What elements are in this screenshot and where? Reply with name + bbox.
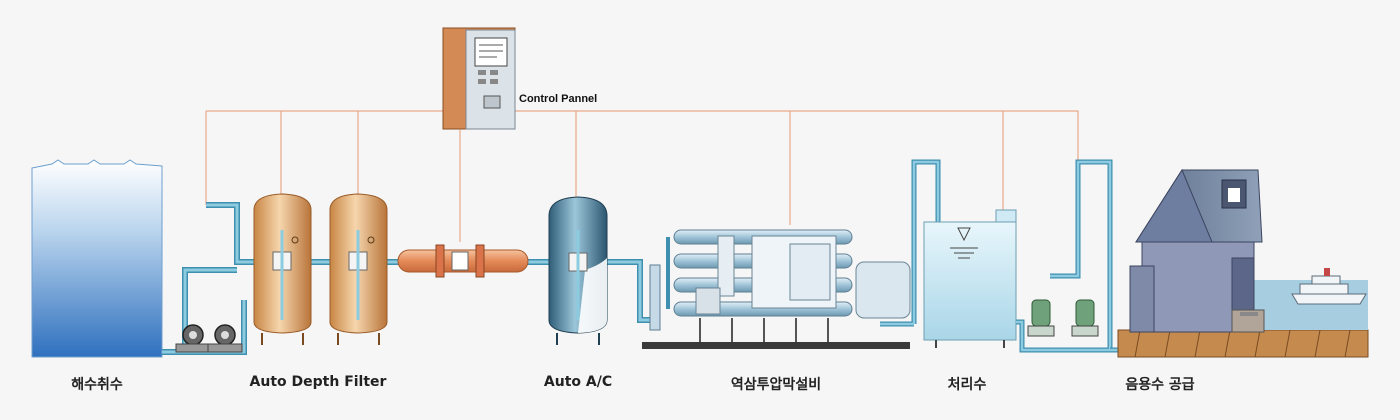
depth-filter-tank-1 (253, 193, 312, 345)
house (1129, 168, 1265, 333)
control-panel-label: Control Pannel (519, 93, 598, 105)
stage-label-treated: 처리수 (947, 377, 987, 393)
supply-pump-2 (1071, 299, 1099, 337)
reverse-osmosis-unit (642, 229, 911, 349)
ship (1291, 268, 1367, 305)
depth-filter-tank-2 (329, 193, 388, 345)
stage-label-intake: 해수취수 (71, 377, 123, 393)
inline-cartridge-filter (397, 244, 529, 278)
stage-label-supply: 음용수 공급 (1125, 377, 1195, 393)
supply-pump-1 (1027, 299, 1055, 337)
control-panel-cabinet[interactable] (442, 27, 516, 130)
auto-ac-tank (548, 196, 608, 345)
stage-label-ro: 역삼투압막설비 (730, 377, 822, 393)
seawater-intake-tank (31, 159, 163, 358)
intake-pump (175, 324, 211, 353)
stage-label-depth-filter: Auto Depth Filter (249, 374, 387, 390)
ground-dock (1117, 329, 1369, 358)
intake-pump-2 (207, 324, 243, 353)
treated-water-tank (880, 159, 1017, 348)
stage-label-auto-ac: Auto A/C (543, 374, 613, 390)
